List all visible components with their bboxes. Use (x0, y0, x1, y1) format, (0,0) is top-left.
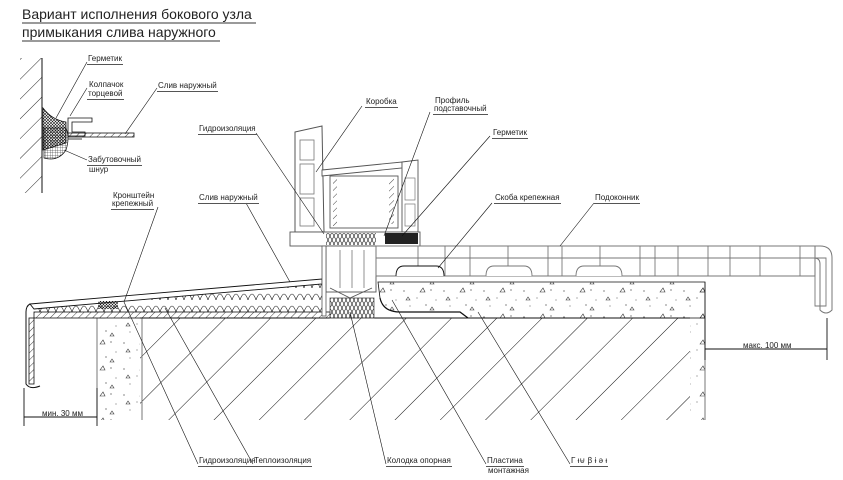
label-backer-rod-2: шнур (89, 165, 109, 174)
inset-detail (20, 58, 158, 193)
label-support-profile-1: Профиль (435, 96, 470, 105)
label-outer-drip-inset: Слив наружный (157, 81, 218, 92)
label-mounting-plate-2: монтажная (488, 466, 529, 475)
outer-drip (25, 278, 331, 389)
label-backer-rod-1: Забутовочный (87, 155, 142, 166)
window-sill (375, 245, 833, 314)
label-mounting-plate-1: Пластина (486, 456, 524, 467)
label-waterproofing-top: Гидроизоляция (198, 124, 257, 135)
label-thermal-insulation: Теплоизоляция (253, 456, 313, 467)
label-sealant-inset: Герметик (87, 54, 124, 65)
label-end-cap-1: Колпачок (89, 80, 124, 89)
label-frame: Коробка (365, 97, 398, 108)
plaster-column (97, 318, 140, 420)
label-end-cap-2: торцевой (87, 89, 124, 100)
leader-lines (123, 105, 595, 465)
masonry-wall (140, 317, 690, 420)
dimension-max: макс. 100 мм (743, 341, 792, 350)
dimension-lines (23, 318, 828, 426)
label-waterproofing-bottom: Гидроизоляция (198, 456, 257, 467)
label-bracket-1: Кронштейн (113, 191, 155, 200)
label-fixing-clip: Скоба крепежная (494, 193, 561, 204)
title-line-1: Вариант исполнения бокового узла (22, 6, 256, 24)
label-sealant: Герметик (492, 128, 529, 139)
label-support-block: Колодка опорная (386, 456, 452, 467)
dimension-min: мин. 30 мм (42, 409, 83, 418)
mounting-plate (379, 297, 469, 319)
label-window-sill: Подоконник (594, 193, 640, 204)
window-frame (289, 125, 421, 247)
support-profile (321, 245, 377, 319)
label-bracket-2: крепежный (111, 199, 155, 210)
label-support-profile-2: подставочный (433, 104, 488, 115)
title-line-2: примыкания слива наружного (22, 24, 220, 42)
label-outer-drip: Слив наружный (198, 193, 259, 204)
label-illegible: Г ᵻ⊌ ꞵ ɨ ǝ ᵻ (570, 456, 609, 467)
